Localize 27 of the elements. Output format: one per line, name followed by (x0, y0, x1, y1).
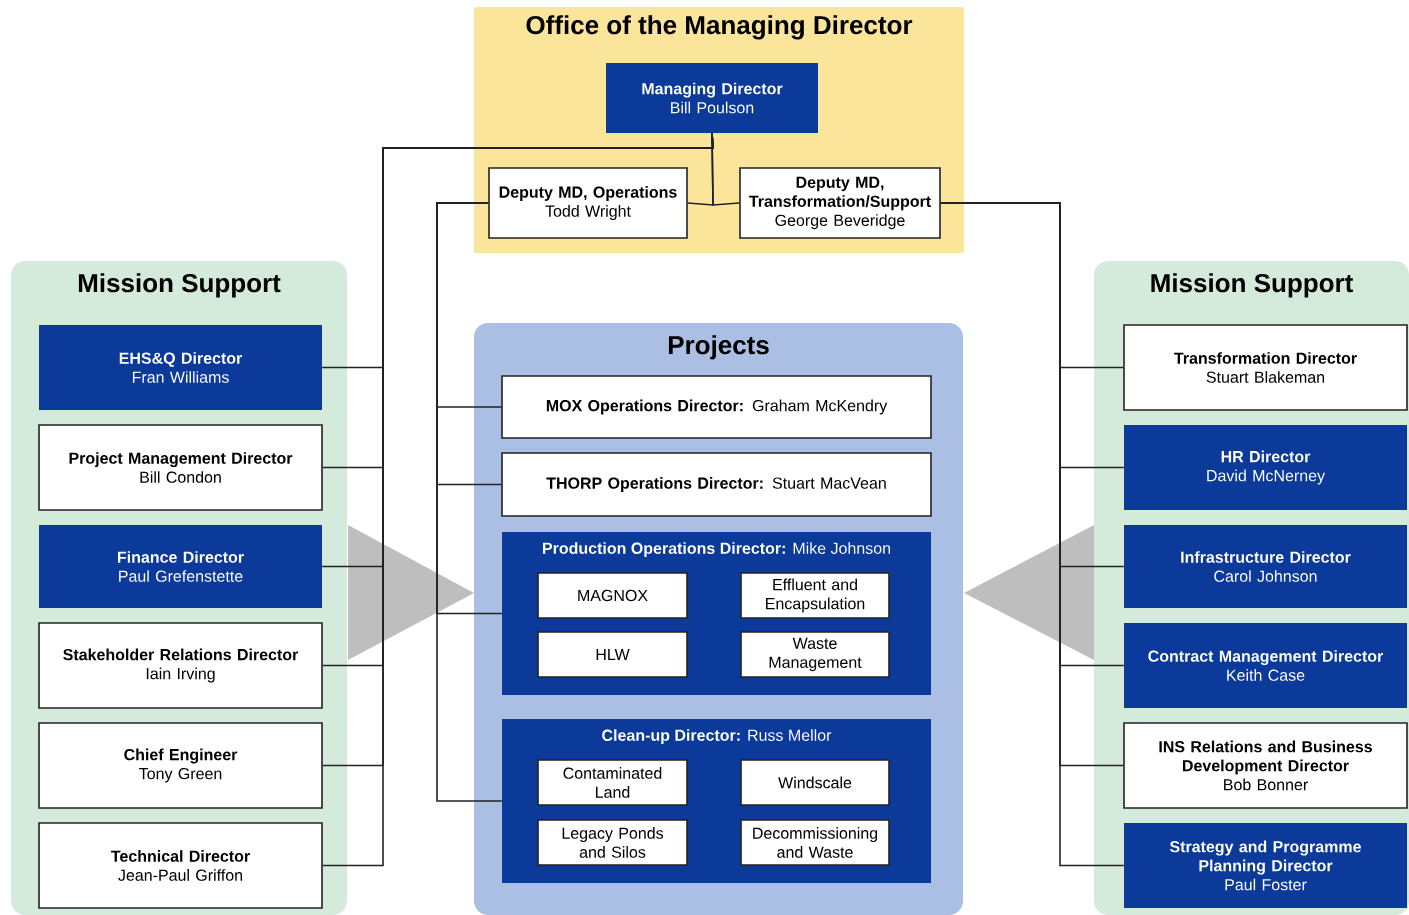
director-box: Stakeholder Relations Director Iain Irving (38, 622, 323, 709)
director-box: Legacy Ponds and Silos (537, 819, 688, 866)
director-box: Effluent and Encapsulation (740, 572, 890, 619)
director-box: EHS&Q Director Fran Williams (39, 325, 322, 410)
director-box: Chief Engineer Tony Green (38, 722, 323, 809)
director-box: THORP Operations Director: Stuart MacVean (501, 452, 932, 517)
director-box: Decommissioning and Waste (740, 819, 890, 866)
director-box: Strategy and Programme Planning Director Paul Foster (1124, 823, 1407, 908)
director-box: Technical Director Jean-Paul Griffon (38, 822, 323, 909)
director-box: MAGNOX (537, 572, 688, 619)
director-box: HR Director David McNerney (1124, 425, 1407, 510)
director-box: INS Relations and Business Development Director Bob Bonner (1123, 722, 1408, 809)
director-box: Windscale (740, 759, 890, 806)
director-box: Waste Management (740, 631, 890, 678)
director-box: Contaminated Land (537, 759, 688, 806)
director-box: Finance Director Paul Grefenstette (39, 525, 322, 608)
director-box: Deputy MD, Operations Todd Wright (488, 167, 688, 239)
director-box: Project Management Director Bill Condon (38, 424, 323, 511)
director-box: Managing Director Bill Poulson (606, 63, 818, 133)
director-box: MOX Operations Director: Graham McKendry (501, 375, 932, 439)
connector-line (436, 202, 503, 802)
director-box: Contract Management Director Keith Case (1124, 623, 1407, 708)
connector-line (940, 202, 1125, 867)
director-box: Transformation Director Stuart Blakeman (1123, 324, 1408, 411)
director-box: Infrastructure Director Carol Johnson (1124, 525, 1407, 608)
director-box: Deputy MD, Transformation/Support George Beveridge (739, 167, 941, 239)
director-box: HLW (537, 631, 688, 678)
